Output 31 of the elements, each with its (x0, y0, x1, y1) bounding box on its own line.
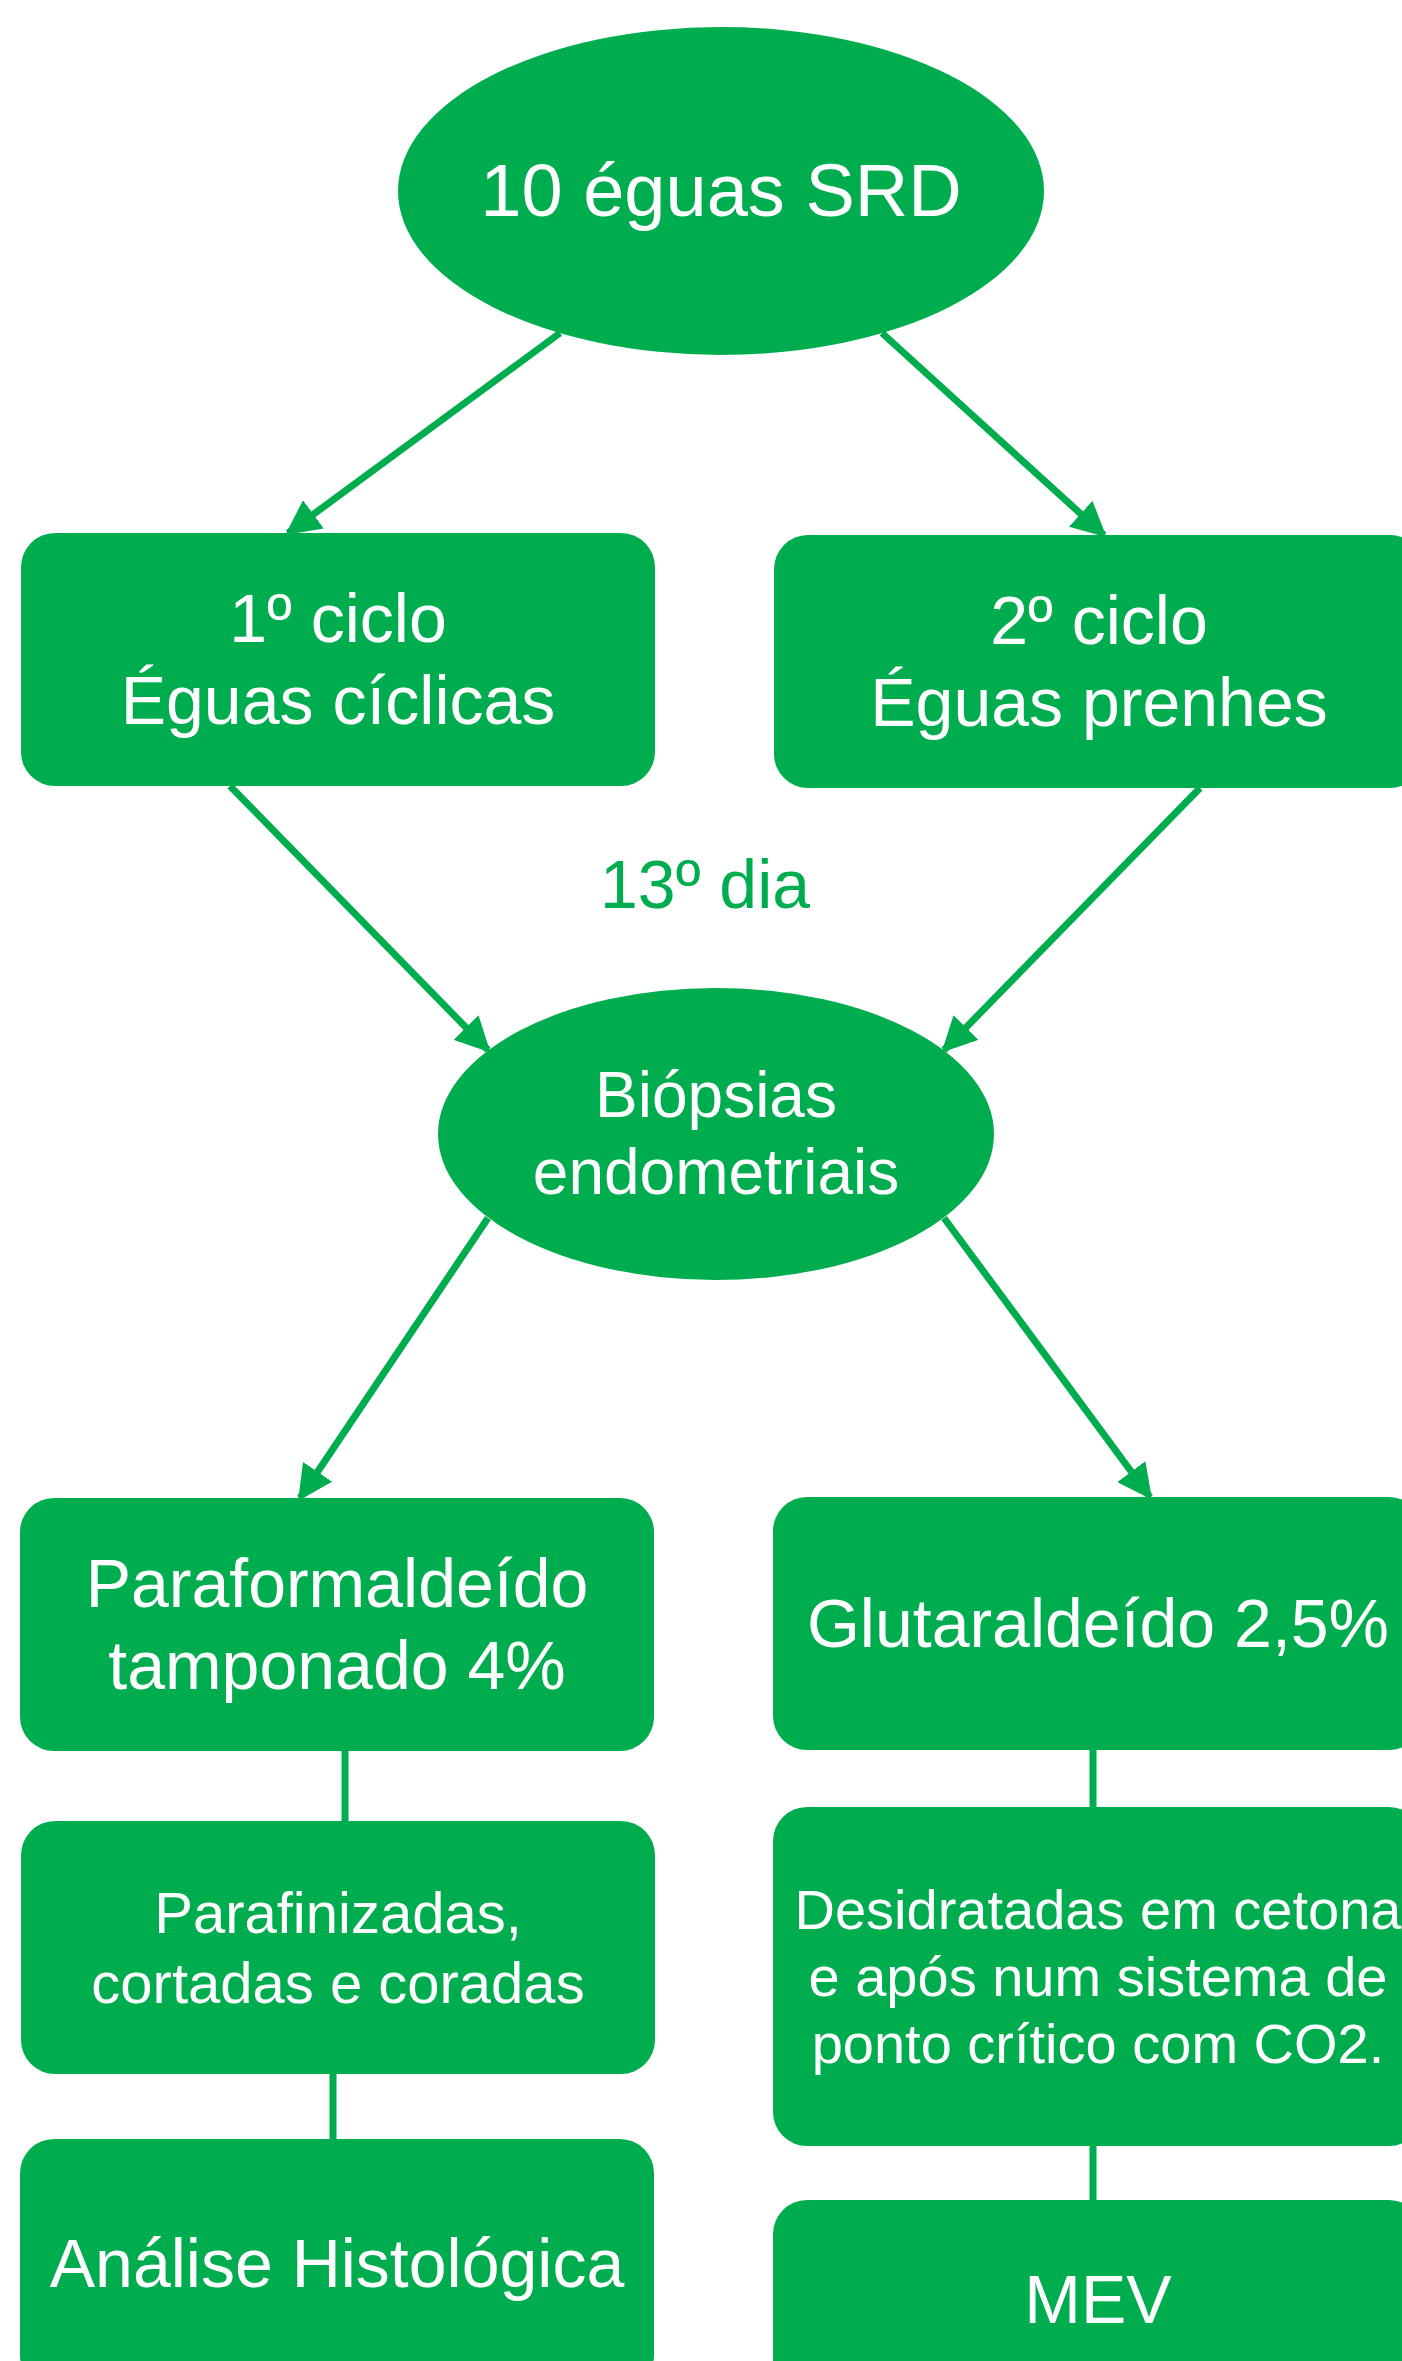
node-text: Éguas cíclicas (120, 660, 556, 740)
node-text: Análise Histológica (49, 2224, 625, 2304)
node-text: Paraformaldeído tamponado 4% (84, 1543, 590, 1705)
node-text: Éguas prenhes (870, 662, 1328, 742)
arrow (879, 330, 1107, 538)
arrow (297, 1216, 491, 1501)
process-box (20, 2139, 654, 2361)
process-box (20, 1498, 654, 1751)
process-box (773, 1497, 1402, 1750)
process-box (21, 1821, 655, 2074)
node-text: MEV (1024, 2260, 1172, 2340)
connector-line (1089, 1750, 1097, 1807)
connector-line (341, 1751, 349, 1821)
node-text: 1º ciclo (229, 578, 447, 658)
node-text: Biópsias endometriais (531, 1058, 901, 1210)
arrow (941, 785, 1203, 1053)
node-text: Glutaraldeído 2,5% (806, 1583, 1390, 1663)
process-box (773, 2200, 1402, 2361)
node-text: Parafinizadas, cortadas e coradas (90, 1878, 586, 2017)
arrow (941, 1215, 1153, 1500)
node-text: 10 éguas SRD (480, 147, 962, 234)
arrow (227, 783, 491, 1053)
arrow (285, 330, 563, 536)
step-label: 13º dia (600, 850, 811, 918)
process-box (774, 535, 1402, 788)
connector-line (1089, 2146, 1097, 2200)
process-box (773, 1807, 1402, 2146)
connector-line (329, 2074, 337, 2139)
node-text: 2º ciclo (990, 580, 1208, 660)
node-text: Desidratadas em cetona e após num sistema de ponto crítico com CO2. (793, 1876, 1402, 2078)
process-box (21, 533, 655, 786)
